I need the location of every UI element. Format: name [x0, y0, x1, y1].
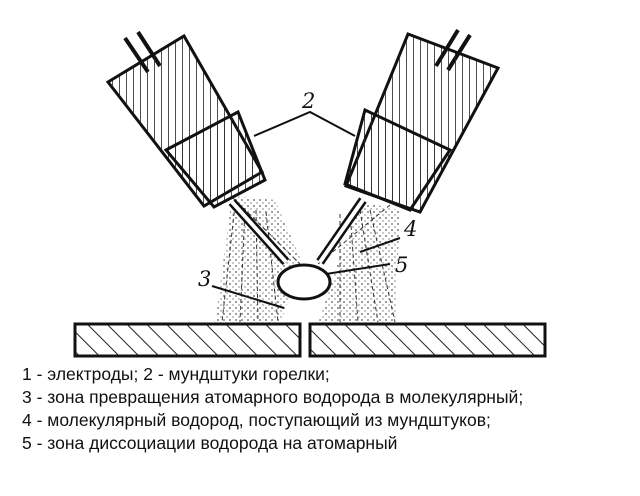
legend: 1 - электроды; 2 - мундштуки горелки; 3 … [22, 363, 632, 455]
left-nozzle [163, 109, 267, 209]
right-torch [316, 28, 501, 265]
callout-4: 4 [403, 217, 417, 241]
legend-line-4: 5 - зона диссоциации водорода на атомарн… [22, 433, 398, 453]
legend-line-1: 1 - электроды; 2 - мундштуки горелки; [22, 364, 330, 384]
left-plate [73, 322, 302, 358]
callout-leaders [211, 110, 401, 309]
workpiece [73, 322, 547, 358]
left-torch [105, 30, 290, 266]
callout-3: 3 [198, 267, 211, 291]
legend-line-3: 4 - молекулярный водород, поступающий из… [22, 410, 491, 430]
dissociation-zone [276, 263, 332, 301]
legend-line-2: 3 - зона превращения атомарного водорода… [22, 387, 524, 407]
right-nozzle [343, 107, 453, 212]
right-plate [308, 322, 547, 358]
callout-2: 2 [301, 89, 315, 113]
callout-5: 5 [395, 253, 408, 277]
